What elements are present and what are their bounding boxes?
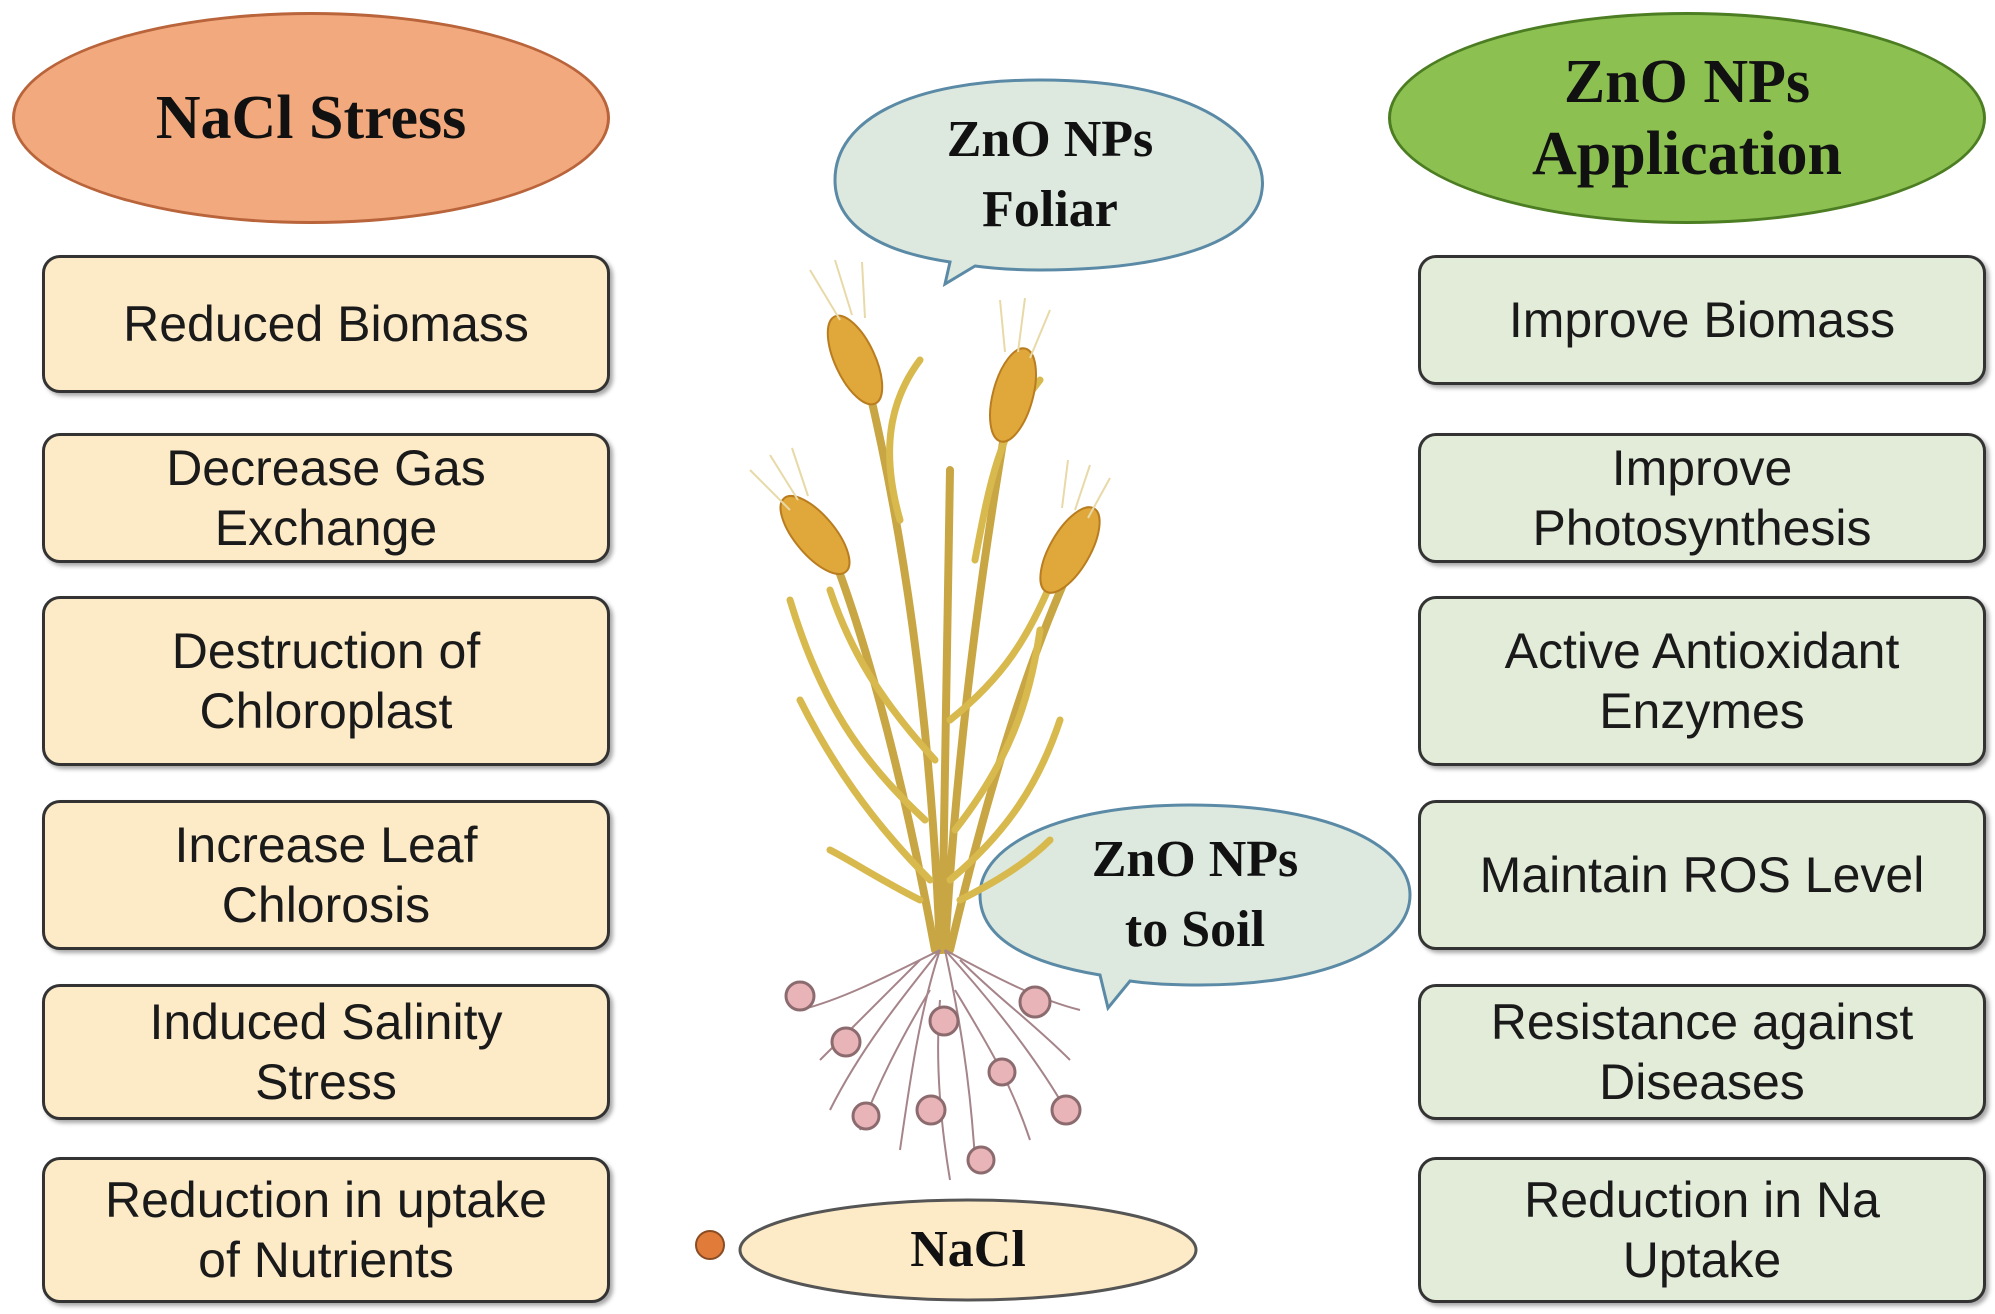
stress-effect-box: Reduced Biomass [42, 255, 610, 393]
application-effect-label: Reduction in Na Uptake [1524, 1172, 1880, 1288]
stress-effect-label: Reduction in uptake of Nutrients [105, 1172, 547, 1288]
foliar-bubble-label: ZnO NPs Foliar [946, 111, 1154, 238]
stress-effect-box: Reduction in uptake of Nutrients [42, 1157, 610, 1303]
nacl-stress-header: NaCl Stress [12, 12, 610, 224]
application-effect-label: Active Antioxidant Enzymes [1504, 623, 1900, 739]
stress-effect-label: Increase Leaf Chlorosis [174, 817, 478, 933]
soil-bubble-label: ZnO NPs to Soil [1091, 831, 1299, 958]
stress-effect-box: Increase Leaf Chlorosis [42, 800, 610, 950]
salt-particles [784, 980, 1082, 1175]
zno-application-title: ZnO NPs Application [1531, 48, 1843, 188]
application-effect-label: Resistance against Diseases [1490, 994, 1914, 1110]
nacl-stress-title: NaCl Stress [155, 83, 467, 152]
plant-leaves [786, 356, 1064, 904]
stress-effect-label: Destruction of Chloroplast [171, 623, 481, 739]
nacl-label-shape [738, 1198, 1198, 1302]
application-effect-label: Improve Biomass [1508, 292, 1896, 348]
application-effect-box: Active Antioxidant Enzymes [1418, 596, 1986, 766]
wheat-ears [779, 314, 1101, 594]
application-effect-box: Resistance against Diseases [1418, 984, 1986, 1120]
nacl-label: NaCl [910, 1221, 1026, 1278]
stress-effect-label: Induced Salinity Stress [149, 994, 503, 1110]
application-effect-label: Maintain ROS Level [1479, 847, 1925, 903]
application-effect-label: Improve Photosynthesis [1532, 440, 1872, 556]
plant-roots [799, 949, 1081, 1181]
stress-effect-label: Decrease Gas Exchange [166, 440, 486, 556]
zno-application-header: ZnO NPs Application [1388, 12, 1986, 224]
soil-bubble-shape [978, 803, 1412, 1012]
nacl-particle-icon [695, 1230, 725, 1260]
stress-effect-box: Destruction of Chloroplast [42, 596, 610, 766]
plant-stems [821, 381, 1069, 954]
wheat-awns [749, 259, 1111, 519]
application-effect-box: Maintain ROS Level [1418, 800, 1986, 950]
application-effect-box: Improve Biomass [1418, 255, 1986, 385]
stress-effect-label: Reduced Biomass [123, 296, 529, 352]
application-effect-box: Improve Photosynthesis [1418, 433, 1986, 563]
stress-effect-box: Induced Salinity Stress [42, 984, 610, 1120]
application-effect-box: Reduction in Na Uptake [1418, 1157, 1986, 1303]
stress-effect-box: Decrease Gas Exchange [42, 433, 610, 563]
foliar-bubble-shape [833, 78, 1264, 288]
